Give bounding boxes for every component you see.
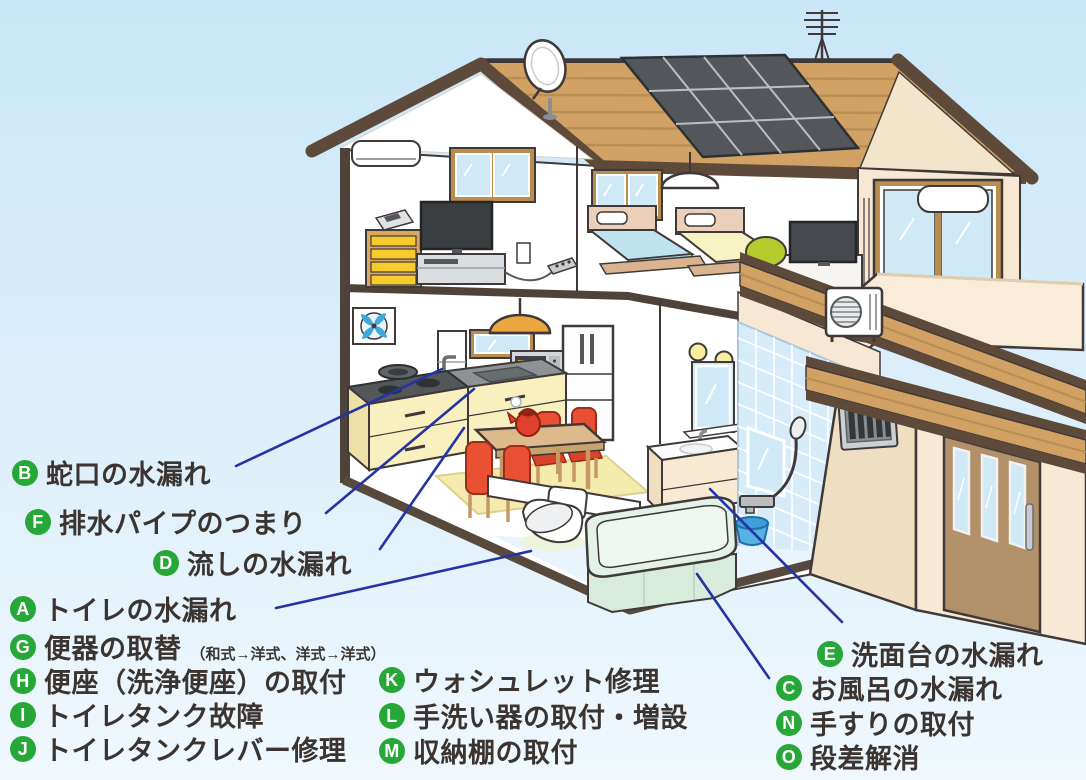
ventilation-fan <box>352 307 396 345</box>
chest-of-drawers <box>365 229 422 288</box>
air-conditioner-indoor <box>351 140 421 167</box>
desk-monitor <box>788 220 858 264</box>
bathtub <box>584 496 738 614</box>
bedroom <box>587 152 863 302</box>
living-room-window <box>449 147 536 203</box>
bathroom-mirror <box>746 425 786 498</box>
living-room <box>351 140 579 288</box>
stove-counter <box>345 364 471 473</box>
right-gable-beam <box>891 53 1039 185</box>
pendant-lamp-bedroom <box>660 152 720 190</box>
kitchen <box>345 298 651 522</box>
front-gable-beam <box>475 58 606 171</box>
power-strip <box>546 257 579 275</box>
vanity-lamp <box>688 342 708 362</box>
callout-line-b-faucet <box>234 367 444 468</box>
entrance-door <box>942 434 1042 634</box>
wall-outlet <box>516 242 531 264</box>
dining-chair-front-1 <box>465 441 493 518</box>
tv-stand <box>416 253 506 285</box>
cable <box>504 271 553 282</box>
solar-panel-array <box>619 53 861 159</box>
door-handle <box>1025 503 1034 551</box>
kettle <box>506 396 541 437</box>
sink <box>471 366 539 383</box>
entrance <box>808 390 1086 646</box>
callout-line-d-sink <box>378 426 466 551</box>
air-conditioner-outdoor <box>824 286 884 342</box>
satellite-dish <box>523 39 567 120</box>
pendant-lamp-kitchen <box>488 298 552 335</box>
washbasin-mirror <box>691 361 735 433</box>
entrance-roof <box>805 356 1086 474</box>
right-gable-wall <box>858 70 1017 175</box>
faucet <box>442 355 456 372</box>
roll-shade <box>917 185 989 213</box>
basin-faucet <box>698 429 708 441</box>
tv-antenna <box>804 10 840 62</box>
balcony-window <box>872 178 1004 294</box>
callout-line-f-drainpipe <box>324 387 476 515</box>
callout-line-a-toilet <box>274 549 533 610</box>
left-gable-beam <box>305 57 488 158</box>
toilet <box>520 485 588 551</box>
fax-phone <box>374 209 415 231</box>
callout-line-c-bathtub <box>695 572 771 680</box>
callout-line-e-washbasin <box>708 487 844 624</box>
television <box>419 200 494 254</box>
bath-faucet <box>739 495 775 508</box>
bed-blue <box>587 205 708 275</box>
